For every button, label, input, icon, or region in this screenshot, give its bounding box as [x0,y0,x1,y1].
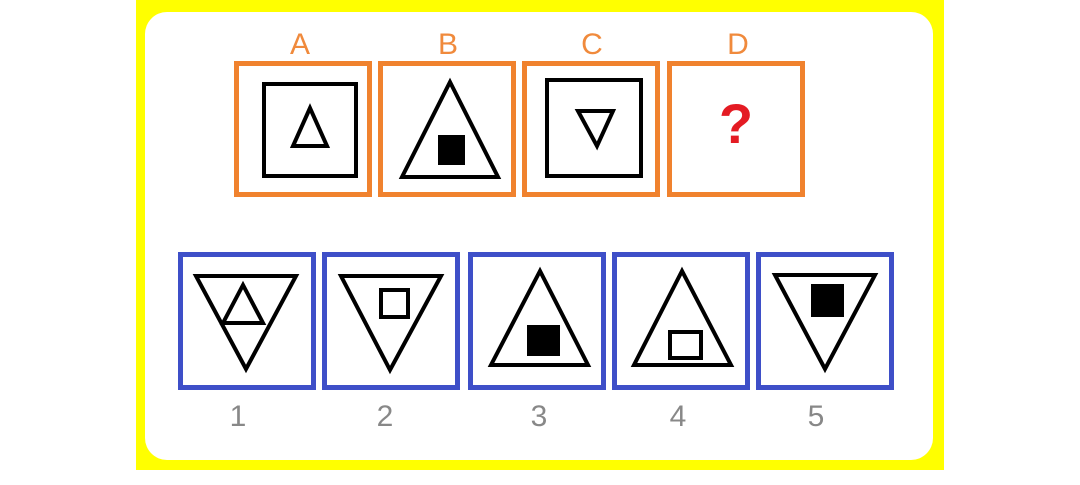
option-label-1: 1 [229,400,247,433]
sequence-label-c: C [581,28,603,61]
sequence-box-c [522,61,660,197]
down-triangle-with-hollow-square-figure [337,274,445,375]
sequence-label-b: B [437,28,458,61]
option-box-3[interactable] [468,252,606,390]
option-label-4: 4 [669,400,687,433]
sequence-label-a: A [289,28,310,61]
up-triangle-with-filled-square-figure [487,266,592,367]
down-triangle-with-filled-square-figure [771,273,879,374]
sequence-box-d: ? [667,61,805,197]
square-with-down-triangle-figure [545,78,643,178]
sequence-label-d: D [727,28,749,61]
triangle-with-filled-square-figure [398,77,502,179]
option-label-2: 2 [376,400,394,433]
up-triangle-with-hollow-square-figure [630,266,735,367]
sequence-box-a [234,61,372,197]
option-box-5[interactable] [756,252,894,390]
option-label-3: 3 [530,400,548,433]
question-mark: ? [718,92,754,155]
option-box-2[interactable] [322,252,460,390]
option-box-4[interactable] [612,252,750,390]
option-box-1[interactable] [178,252,316,390]
square-with-triangle-figure [262,82,358,178]
sequence-box-b [378,61,516,197]
down-triangle-with-up-triangle-figure [192,274,300,374]
option-label-5: 5 [807,400,825,433]
